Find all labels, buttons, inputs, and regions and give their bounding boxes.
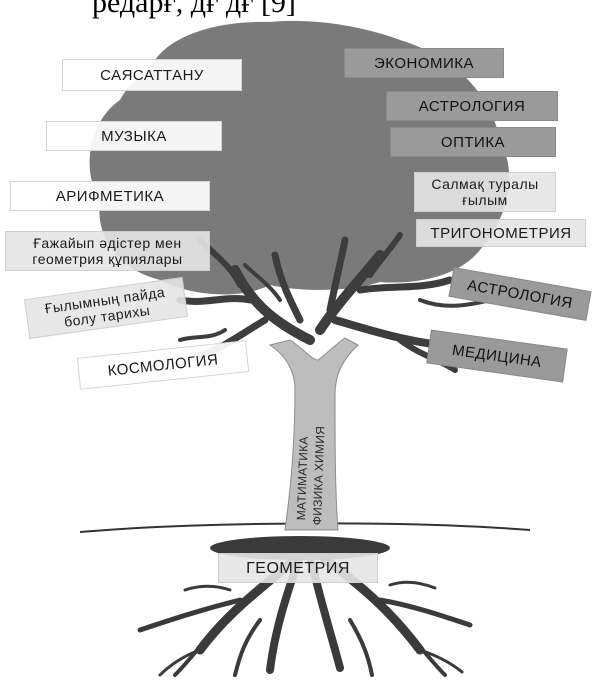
- tree-trunk: [268, 337, 359, 531]
- label-gazhaip: Ғажайып әдістер мен геометрия құпиялары: [5, 231, 210, 271]
- label-geometria: ГЕОМЕТРИЯ: [218, 553, 378, 583]
- trunk-label-math: МАТИМАТИКА: [294, 436, 311, 521]
- label-astrologia-top: АСТРОЛОГИЯ: [386, 91, 558, 121]
- label-trigonometria: ТРИГОНОМЕТРИЯ: [416, 219, 586, 247]
- label-sayasattanu: САЯСАТТАНУ: [62, 59, 242, 91]
- label-ekonomika: ЭКОНОМИКА: [344, 48, 504, 78]
- label-muzyka: МУЗЫКА: [46, 121, 222, 151]
- label-arifmetika: АРИФМЕТИКА: [10, 181, 210, 211]
- caption-text: редарғ, дғ дғ [9]: [92, 0, 296, 19]
- label-salmak: Салмақ туралы ғылым: [414, 172, 556, 212]
- tree-branches: [176, 232, 492, 373]
- label-optika: ОПТИКА: [390, 127, 556, 157]
